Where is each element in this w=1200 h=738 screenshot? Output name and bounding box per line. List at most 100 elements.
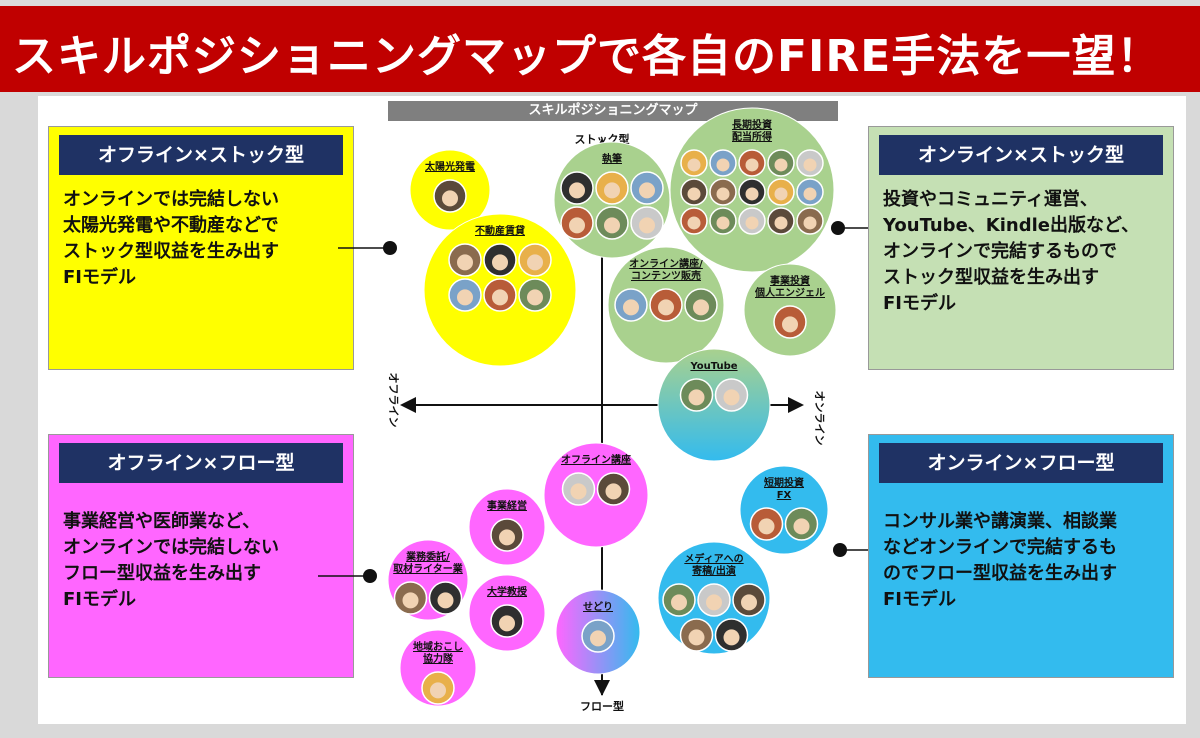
avatar-face-icon xyxy=(688,629,705,646)
avatar-face-icon xyxy=(590,630,606,647)
quadrant-label: オフライン×フロー型 xyxy=(59,443,343,483)
map-circle: YouTube xyxy=(657,348,771,462)
quadrant-online-stock: オンライン×ストック型 投資やコミュニティ運営、 YouTube、Kindle出… xyxy=(868,126,1174,370)
avatar-face-icon xyxy=(803,158,817,172)
circle-shape xyxy=(657,348,771,462)
avatar-face-icon xyxy=(437,592,454,609)
avatar-face-icon xyxy=(639,217,655,234)
avatar-face-icon xyxy=(782,316,798,333)
avatar-face-icon xyxy=(774,158,788,172)
map-circle: 地域おこし協力隊 xyxy=(399,629,477,707)
avatar-face-icon xyxy=(687,158,701,172)
circle-shape xyxy=(399,629,477,707)
avatar-face-icon xyxy=(688,389,705,406)
title-banner: スキルポジショニングマップで各自のFIRE手法を一望！ xyxy=(0,0,1200,92)
banner-title: スキルポジショニングマップで各自のFIRE手法を一望！ xyxy=(12,31,1162,82)
map-circle: 事業投資個人エンジェル xyxy=(743,263,837,357)
avatar-face-icon xyxy=(745,187,759,201)
map-circle: 太陽光発電 xyxy=(409,149,491,231)
circle-label: オフライン講座 xyxy=(561,453,631,466)
circle-label: YouTube xyxy=(689,361,737,372)
quadrant-online-flow: オンライン×フロー型 コンサル業や講演業、相談業 などオンラインで完結するも の… xyxy=(868,434,1174,678)
quadrant-description: コンサル業や講演業、相談業 などオンラインで完結するも のでフロー型収益を生み出… xyxy=(883,511,1117,610)
map-circle: 大学教授 xyxy=(468,574,546,652)
connector-dot xyxy=(831,221,845,235)
avatar-face-icon xyxy=(745,216,759,230)
avatar-face-icon xyxy=(605,483,622,500)
avatar-face-icon xyxy=(716,158,730,172)
circle-label: 地域おこし協力隊 xyxy=(413,640,463,665)
avatar-face-icon xyxy=(671,594,687,611)
avatar-face-icon xyxy=(569,182,585,199)
map-circle: 長期投資配当所得 xyxy=(669,107,835,273)
avatar-face-icon xyxy=(774,187,788,201)
avatar-face-icon xyxy=(499,615,515,632)
avatar-face-icon xyxy=(570,483,587,500)
avatar-face-icon xyxy=(527,254,543,271)
avatar-face-icon xyxy=(492,289,508,306)
avatar-face-icon xyxy=(442,190,458,207)
avatar-face-icon xyxy=(687,216,701,230)
avatar-face-icon xyxy=(499,529,515,546)
avatar-face-icon xyxy=(639,182,655,199)
map-circle: オンライン講座/コンテンツ販売 xyxy=(607,246,725,364)
quadrant-label: オンライン×ストック型 xyxy=(879,135,1163,175)
circle-label: 事業経営 xyxy=(487,499,527,512)
avatar-face-icon xyxy=(569,217,585,234)
map-circle: 執筆 xyxy=(553,141,671,259)
avatar-face-icon xyxy=(623,299,639,316)
quadrant-label: オンライン×フロー型 xyxy=(879,443,1163,483)
avatar-face-icon xyxy=(741,594,757,611)
avatar-face-icon xyxy=(658,299,674,316)
avatar-face-icon xyxy=(527,289,543,306)
axis-bottom-label: フロー型 xyxy=(580,699,624,713)
circle-label: 業務委託/取材ライター業 xyxy=(393,550,464,575)
avatar-face-icon xyxy=(604,182,620,199)
circle-label: 不動産賃貸 xyxy=(475,224,525,237)
quadrant-offline-flow: オフライン×フロー型 事業経営や医師業など、 オンラインでは完結しない フロー型… xyxy=(48,434,354,678)
circle-label: 事業投資個人エンジェル xyxy=(754,274,825,299)
map-circle: 業務委託/取材ライター業 xyxy=(387,539,469,621)
avatar-face-icon xyxy=(457,289,473,306)
map-circle: メディアへの寄稿/出演 xyxy=(657,541,771,655)
connector-dot xyxy=(383,241,397,255)
quadrant-offline-stock: オフライン×ストック型 オンラインでは完結しない 太陽光発電や不動産などで スト… xyxy=(48,126,354,370)
circle-label: メディアへの寄稿/出演 xyxy=(684,552,743,577)
avatar-face-icon xyxy=(687,187,701,201)
avatar-face-icon xyxy=(793,518,810,535)
avatar-face-icon xyxy=(723,629,740,646)
quadrant-label: オフライン×ストック型 xyxy=(59,135,343,175)
avatar-face-icon xyxy=(716,187,730,201)
avatar-face-icon xyxy=(430,682,446,699)
avatar-face-icon xyxy=(457,254,473,271)
circle-shape xyxy=(543,442,649,548)
quadrant-description: 投資やコミュニティ運営、 YouTube、Kindle出版など、 オンラインで完… xyxy=(883,189,1140,314)
map-circle: せどり xyxy=(555,589,641,675)
avatar-face-icon xyxy=(723,389,740,406)
avatar-face-icon xyxy=(774,216,788,230)
map-circle: オフライン講座 xyxy=(543,442,649,548)
circle-label: オンライン講座/コンテンツ販売 xyxy=(629,257,703,282)
avatar-face-icon xyxy=(745,158,759,172)
circle-label: 太陽光発電 xyxy=(424,160,475,173)
quadrant-description: 事業経営や医師業など、 オンラインでは完結しない フロー型収益を生み出す FIモ… xyxy=(63,511,279,610)
avatar-face-icon xyxy=(716,216,730,230)
connector-dot xyxy=(833,543,847,557)
circle-label: 長期投資配当所得 xyxy=(732,118,772,143)
connector-dot xyxy=(363,569,377,583)
avatar-face-icon xyxy=(402,592,419,609)
avatar-face-icon xyxy=(706,594,722,611)
map-circle: 不動産賃貸 xyxy=(423,213,577,367)
circle-label: せどり xyxy=(583,600,613,613)
axis-right-label: オンライン xyxy=(813,391,826,446)
avatar-face-icon xyxy=(604,217,620,234)
avatar-face-icon xyxy=(693,299,709,316)
avatar-face-icon xyxy=(492,254,508,271)
map-circle: 事業経営 xyxy=(468,488,546,566)
avatar-face-icon xyxy=(758,518,775,535)
circle-label: 執筆 xyxy=(602,152,622,165)
avatar-face-icon xyxy=(803,216,817,230)
axis-left-label: オフライン xyxy=(387,373,400,428)
